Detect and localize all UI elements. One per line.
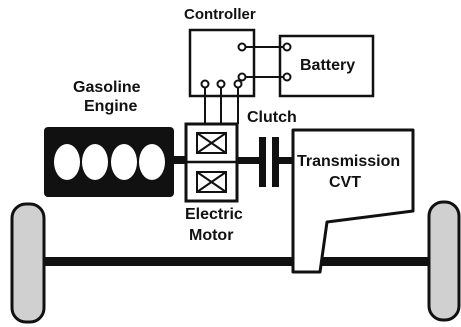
battery-label: Battery xyxy=(300,57,355,74)
right-wheel xyxy=(427,200,461,322)
drive-axle xyxy=(40,257,440,266)
controller-label: Controller xyxy=(184,6,256,23)
transmission-label-line2: CVT xyxy=(329,174,361,191)
clutch-label: Clutch xyxy=(247,109,297,126)
gasoline-engine-block xyxy=(44,127,174,197)
motor-label-line2: Motor xyxy=(189,227,233,244)
engine-label-line2: Engine xyxy=(84,98,137,115)
battery-terminals xyxy=(282,42,292,82)
motor-winding-top xyxy=(196,132,227,154)
transmission-label-line1: Transmission xyxy=(297,153,400,170)
transmission-cvt-housing xyxy=(291,128,415,274)
motor-winding-bottom xyxy=(196,171,227,193)
controller-right-terminals xyxy=(237,42,247,82)
motor-label-line1: Electric xyxy=(185,206,243,223)
engine-cylinders xyxy=(54,144,165,180)
controller-bottom-terminals xyxy=(200,79,243,89)
clutch-transmission-shaft xyxy=(279,157,293,164)
left-wheel xyxy=(10,202,46,324)
engine-label-line1: Gasoline xyxy=(73,79,141,96)
clutch-plate-right xyxy=(272,137,279,187)
motor-clutch-shaft xyxy=(237,157,259,164)
battery-wires xyxy=(246,46,283,78)
motor-wires xyxy=(204,88,239,124)
engine-motor-shaft xyxy=(174,156,187,164)
battery-box xyxy=(278,34,375,98)
clutch-plate-left xyxy=(259,137,266,187)
